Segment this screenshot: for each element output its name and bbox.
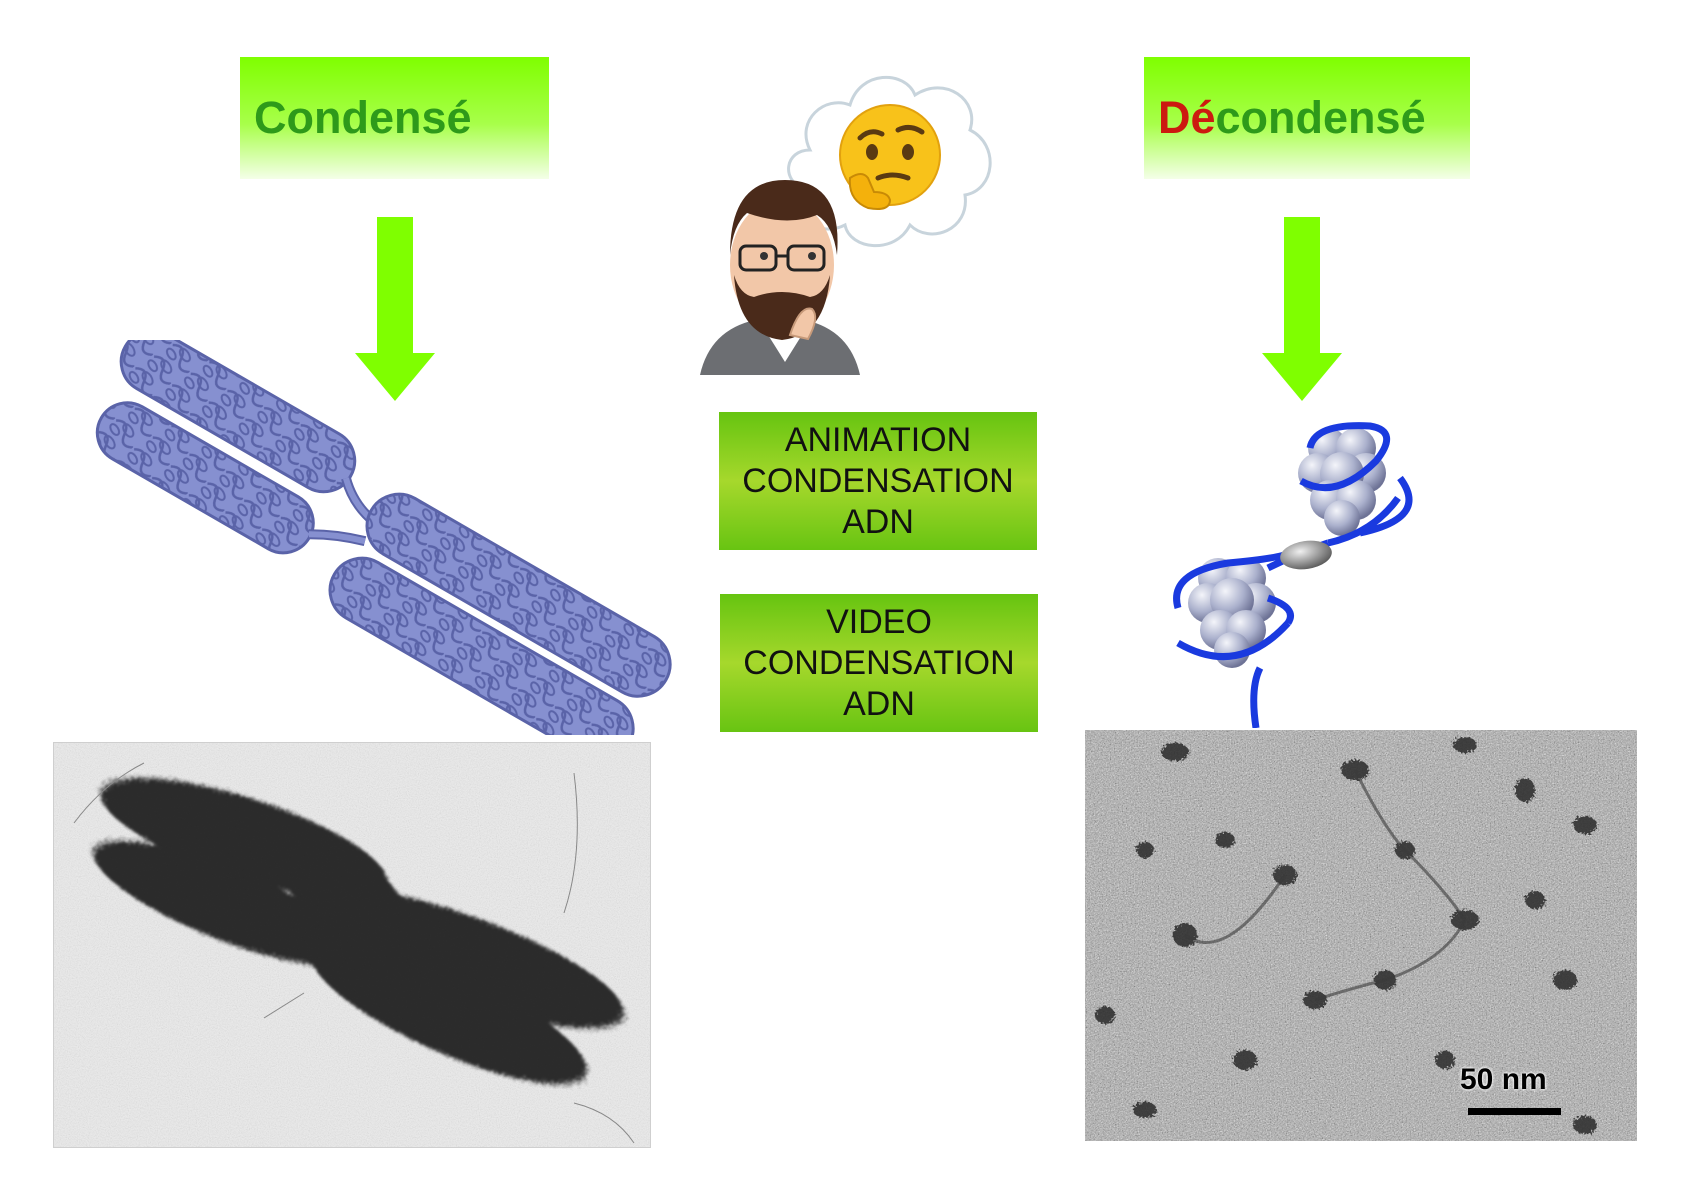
video-button-line-3: ADN [843,684,915,723]
left-down-arrow [355,217,435,401]
animation-button-line-1: ANIMATION [784,420,972,459]
decondense-title-suffix: condensé [1215,92,1426,143]
video-button-line-2: CONDENSATION [743,643,1015,682]
nucleosome-illustration [1173,422,1413,728]
thinking-face-icon [839,104,941,210]
video-button-line-1: VIDEO [826,602,932,641]
bearded-man-avatar [700,180,860,375]
animation-button[interactable]: ANIMATION CONDENSATION ADN [719,412,1037,550]
decondense-title-prefix: Dé [1158,92,1216,143]
decondense-title: Décondensé [1144,92,1426,144]
condensed-chromosome-illustration [95,340,672,735]
condense-title: Condensé [254,92,472,143]
right-down-arrow [1262,217,1342,401]
decondensed-chromatin-micrograph [1085,730,1637,1141]
scale-bar [1468,1108,1561,1115]
nucleosome-lower [1188,558,1276,668]
decondense-title-box: Décondensé [1144,57,1470,179]
condense-title-box: Condensé [240,57,549,179]
animation-button-line-3: ADN [842,502,914,541]
animation-button-line-2: CONDENSATION [742,461,1014,500]
video-button[interactable]: VIDEO CONDENSATION ADN [720,594,1038,732]
thinking-man-illustration [700,75,992,375]
condensed-chromosome-micrograph [53,742,651,1148]
scale-bar-label: 50 nm [1460,1063,1547,1096]
